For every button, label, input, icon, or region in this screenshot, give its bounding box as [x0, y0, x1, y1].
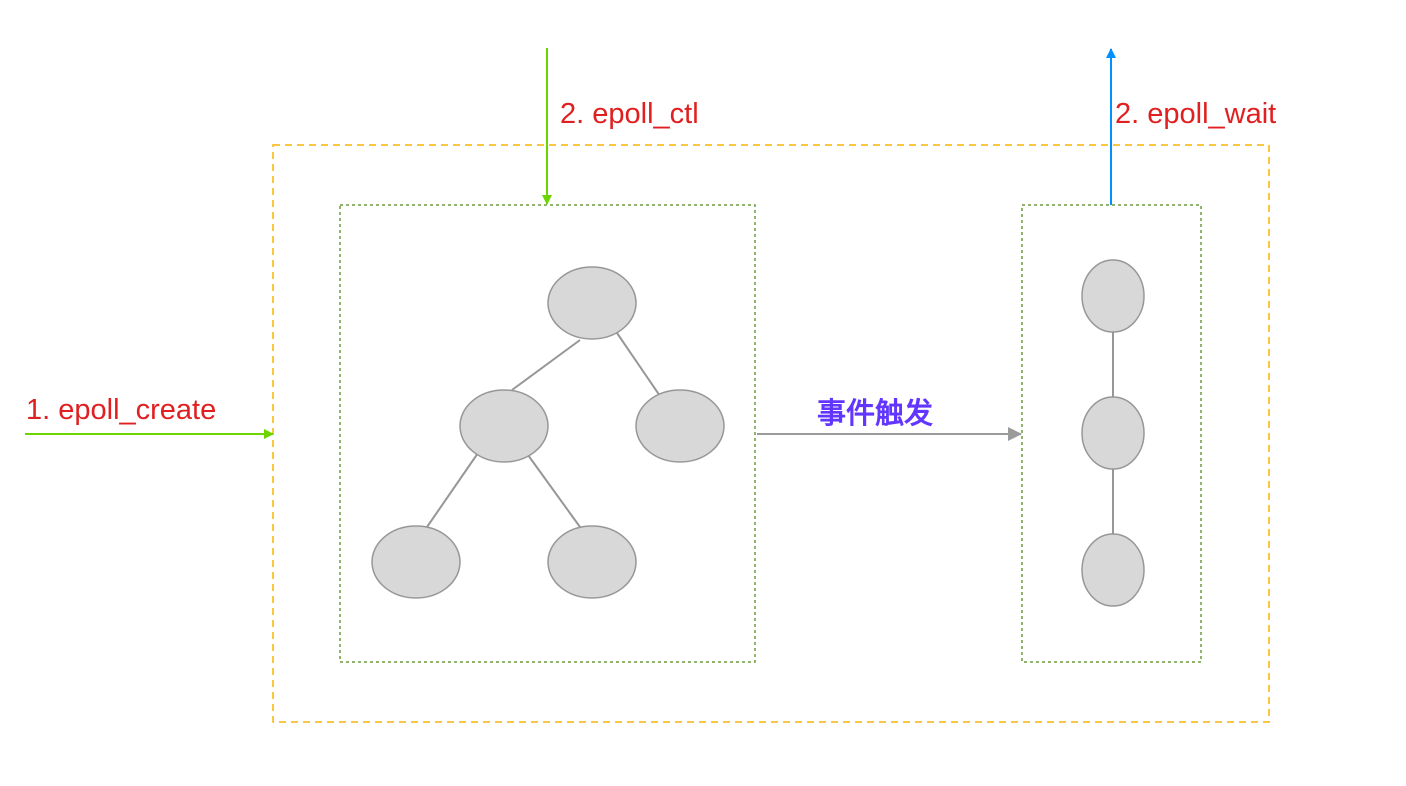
tree-edge-root-left	[511, 339, 581, 391]
tree-edge-root-right	[616, 332, 661, 397]
rbtree-box	[339, 204, 756, 663]
tree-node-left-right	[547, 525, 637, 599]
epoll-wait-label: 2. epoll_wait	[1115, 98, 1277, 130]
list-node-3	[1081, 533, 1145, 607]
event-trigger-label: 事件触发	[817, 396, 934, 430]
tree-node-right	[635, 389, 725, 463]
tree-node-root	[547, 266, 637, 340]
epoll-ctl-label: 2. epoll_ctl	[560, 98, 699, 130]
tree-edge-left-rightleaf	[527, 454, 581, 528]
tree-node-left-left	[371, 525, 461, 599]
list-node-1	[1081, 259, 1145, 333]
list-node-2	[1081, 396, 1145, 470]
tree-node-left	[459, 389, 549, 463]
epoll-create-label: 1. epoll_create	[26, 394, 217, 426]
tree-edge-left-leftleaf	[426, 452, 479, 528]
